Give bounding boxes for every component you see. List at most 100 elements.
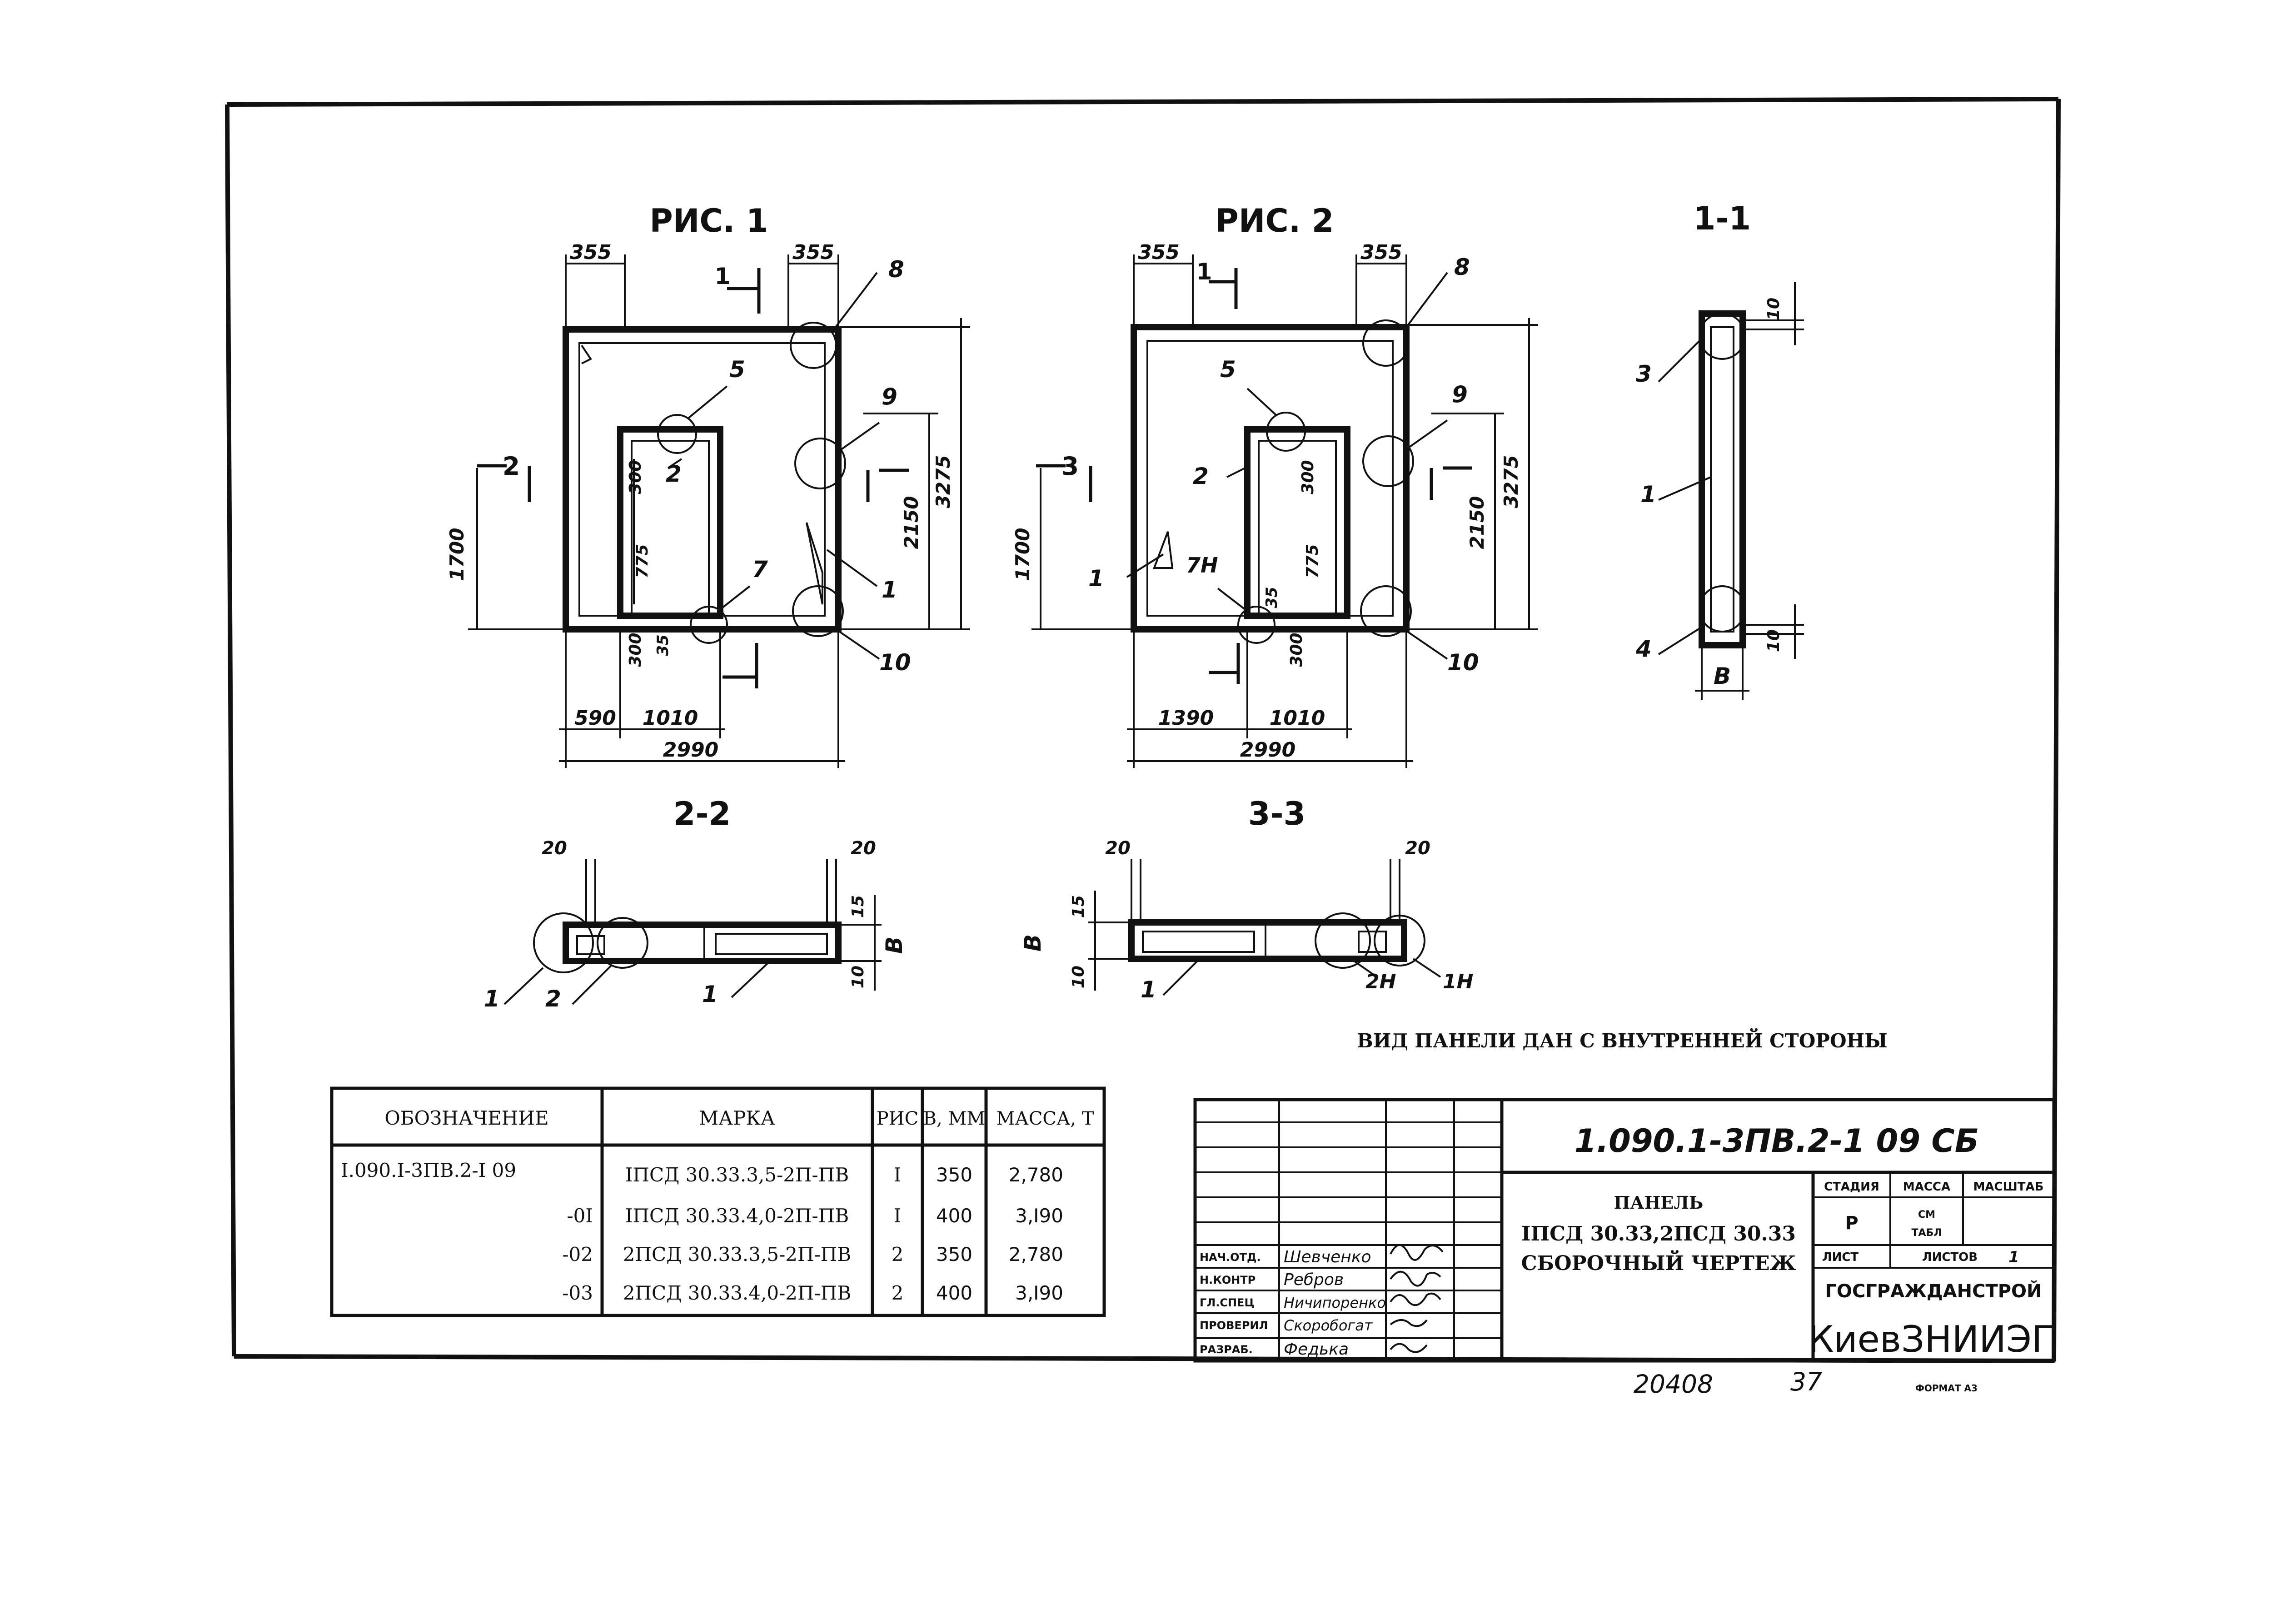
- fig2-dim-height-left: 1700: [1011, 528, 1034, 581]
- fig2-dim-bottom-opening: 1010: [1270, 707, 1325, 730]
- figure-2-title: РИС. 2: [1216, 202, 1334, 239]
- fig1-dim-inner-height: 2150: [900, 496, 922, 549]
- sec33-callout-1: 1: [1141, 976, 1156, 1003]
- fig1-dim-bottom-left: 590: [574, 707, 616, 730]
- sec33-dim-left: 20: [1105, 838, 1131, 859]
- figure-1-title: РИС. 1: [650, 202, 768, 239]
- fig1-dim-gap: 35: [654, 634, 672, 656]
- fig2-dim-top-right: 355: [1360, 241, 1402, 264]
- fig1-callout-5: 5: [729, 356, 745, 383]
- fig1-dim-opening-bottom: 300: [626, 633, 645, 667]
- sig-name-3: Ничипоренко: [1284, 1294, 1386, 1311]
- sec22-dim-15: 15: [849, 895, 867, 918]
- fig1-dim-opening-top: 300: [626, 460, 645, 494]
- fig2-callout-7n: 7Н: [1186, 553, 1218, 578]
- fig1-callout-2: 2: [666, 461, 682, 487]
- sheets-label: ЛИСТОВ: [1922, 1250, 1978, 1264]
- sig-role-2: Н.КОНТР: [1200, 1274, 1256, 1286]
- sig-role-3: ГЛ.СПЕЦ: [1200, 1296, 1255, 1309]
- sec22-dim-10: 10: [849, 966, 867, 988]
- sheet-label: ЛИСТ: [1822, 1250, 1858, 1264]
- spec-row3-b: 350: [936, 1243, 972, 1265]
- sec33-dim-right: 20: [1405, 838, 1430, 859]
- fig1-section-mark-left: 2: [503, 452, 520, 481]
- scale-header: МАСШТАБ: [1973, 1180, 2044, 1194]
- spec-row2-mark: IПСД 30.33.4,0-2П-ПВ: [625, 1205, 849, 1227]
- sig-role-5: РАЗРАБ.: [1200, 1343, 1253, 1356]
- org-line1: ГОСГРАЖДАНСТРОЙ: [1825, 1280, 2042, 1302]
- sec11-dim-bottom: 10: [1764, 629, 1783, 652]
- fig2-callout-9: 9: [1452, 381, 1468, 408]
- sig-name-5: Федька: [1284, 1340, 1349, 1359]
- spec-header-designation: ОБОЗНАЧЕНИЕ: [384, 1107, 548, 1129]
- sec33-callout-2n: 2Н: [1365, 970, 1396, 993]
- spec-row3-fig: 2: [892, 1243, 904, 1265]
- fig1-dim-total-width: 2990: [663, 738, 718, 762]
- sig-name-2: Ребров: [1284, 1270, 1344, 1289]
- format-label: ФОРМАТ А3: [1915, 1383, 1978, 1394]
- fig2-dim-opening-bottom: 300: [1287, 633, 1306, 667]
- spec-header-b: В, ММ: [923, 1108, 986, 1129]
- fig1-callout-9: 9: [882, 384, 897, 410]
- spec-table: ОБОЗНАЧЕНИЕ МАРКА РИС В, ММ МАССА, Т I.0…: [330, 1086, 1106, 1317]
- spec-row2-designation: -0I: [567, 1205, 593, 1227]
- view-note: ВИД ПАНЕЛИ ДАН С ВНУТРЕННЕЙ СТОРОНЫ: [1357, 1028, 1887, 1052]
- org-line2: КиевЗНИИЭП: [1808, 1318, 2059, 1360]
- spec-row3-mark: 2ПСД 30.33.3,5-2П-ПВ: [623, 1243, 852, 1265]
- fig2-dim-gap: 35: [1263, 587, 1281, 608]
- section-3-3-title: 3-3: [1248, 795, 1305, 832]
- fig2-dim-top-left: 355: [1138, 241, 1180, 264]
- spec-row1-mark: IПСД 30.33.3,5-2П-ПВ: [625, 1164, 849, 1186]
- fig2-callout-8: 8: [1454, 254, 1470, 280]
- section-3-3: 3-3 20 20 15 10 В 1 2Н 1Н: [1020, 795, 1473, 1003]
- sig-name-4: Скоробогат: [1284, 1317, 1373, 1334]
- spec-row4-designation: -03: [562, 1282, 593, 1304]
- fig2-section-mark-top: 1: [1196, 259, 1212, 285]
- sec11-dim-top: 10: [1764, 298, 1783, 320]
- fig1-section-mark-top: 1: [715, 263, 731, 289]
- spec-header-mass: МАССА, Т: [996, 1108, 1094, 1129]
- product-name-line1: ПАНЕЛЬ: [1614, 1192, 1704, 1213]
- mass-header: МАССА: [1903, 1180, 1950, 1194]
- spec-header-mark: МАРКА: [699, 1107, 775, 1129]
- fig2-callout-2: 2: [1193, 463, 1209, 489]
- stage-value: Р: [1845, 1213, 1858, 1234]
- spec-row4-mass: 3,I90: [1015, 1282, 1063, 1304]
- doc-code: 1.090.1-3ПВ.2-1 09 СБ: [1574, 1122, 1979, 1160]
- sheets-value: 1: [2008, 1248, 2019, 1266]
- section-1-1: 1-1 10 10 В 3 1 4: [1635, 200, 1804, 700]
- sec22-dim-right: 20: [851, 838, 876, 859]
- sec33-dim-10: 10: [1069, 966, 1088, 988]
- sig-role-1: НАЧ.ОТД.: [1200, 1251, 1261, 1264]
- fig2-dim-opening-mid: 775: [1303, 544, 1322, 578]
- sec11-dim-width: В: [1714, 663, 1731, 689]
- sec22-callout-1b: 1: [702, 981, 718, 1007]
- fig1-dim-bottom-opening: 1010: [643, 707, 698, 730]
- sec22-callout-2: 2: [545, 986, 561, 1012]
- spec-row1-b: 350: [936, 1164, 972, 1186]
- title-block: 1.090.1-3ПВ.2-1 09 СБ ПАНЕЛЬ IПСД 30.33,…: [1193, 1098, 2059, 1363]
- spec-row4-mark: 2ПСД 30.33.4,0-2П-ПВ: [623, 1282, 852, 1304]
- sec33-callout-1n: 1Н: [1443, 970, 1473, 993]
- spec-row3-designation: -02: [562, 1243, 593, 1265]
- section-1-1-title: 1-1: [1694, 200, 1751, 237]
- fig1-callout-10: 10: [879, 649, 911, 676]
- fig1-callout-7: 7: [752, 556, 768, 583]
- sec33-dim-width: В: [1020, 934, 1046, 951]
- stage-header: СТАДИЯ: [1824, 1180, 1879, 1194]
- section-2-2: 2-2 20 20 15 10 В 1 2 1: [484, 795, 907, 1012]
- figure-1: РИС. 1 355 355 1: [446, 202, 970, 768]
- mass-value-2: ТАБЛ: [1911, 1227, 1942, 1239]
- fig2-callout-10: 10: [1447, 649, 1479, 676]
- fig1-dim-total-height: 3275: [932, 455, 954, 508]
- sig-name-1: Шевченко: [1284, 1248, 1371, 1266]
- sig-role-4: ПРОВЕРИЛ: [1200, 1319, 1268, 1332]
- fig2-dim-inner-height: 2150: [1466, 496, 1488, 549]
- sec11-callout-3: 3: [1636, 361, 1652, 387]
- inventory-number: 20408: [1634, 1370, 1713, 1399]
- fig1-callout-8: 8: [888, 256, 904, 283]
- fig2-dim-bottom-left: 1390: [1158, 707, 1214, 730]
- spec-row2-mass: 3,I90: [1015, 1205, 1063, 1227]
- sec22-dim-width: В: [881, 937, 907, 954]
